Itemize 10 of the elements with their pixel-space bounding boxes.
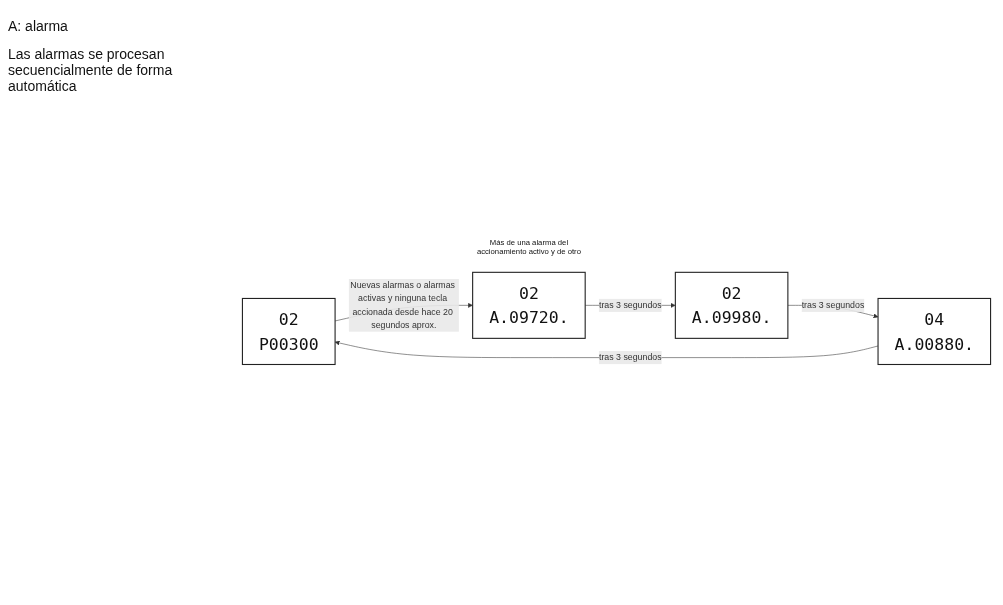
note-text: A: alarma	[8, 18, 69, 34]
node-box: 02 A.09720.	[472, 271, 586, 339]
node-box: 02 P00300	[241, 297, 336, 366]
edge-label: tras 3 segundos	[598, 300, 662, 310]
node-box: 02 A.09980.	[674, 271, 789, 339]
note-text: Las alarmas se procesan secuencialmente de forma automática	[8, 46, 174, 94]
node-box: 04 A.00880.	[877, 297, 992, 366]
edge-label: tras 3 segundos	[801, 300, 865, 310]
edge-label: tras 3 segundos	[598, 352, 662, 363]
edge-label: Nuevas alarmas o alarmas activas y ninguna tecla accionada desde hace 20 segundos aprox.	[350, 280, 455, 330]
